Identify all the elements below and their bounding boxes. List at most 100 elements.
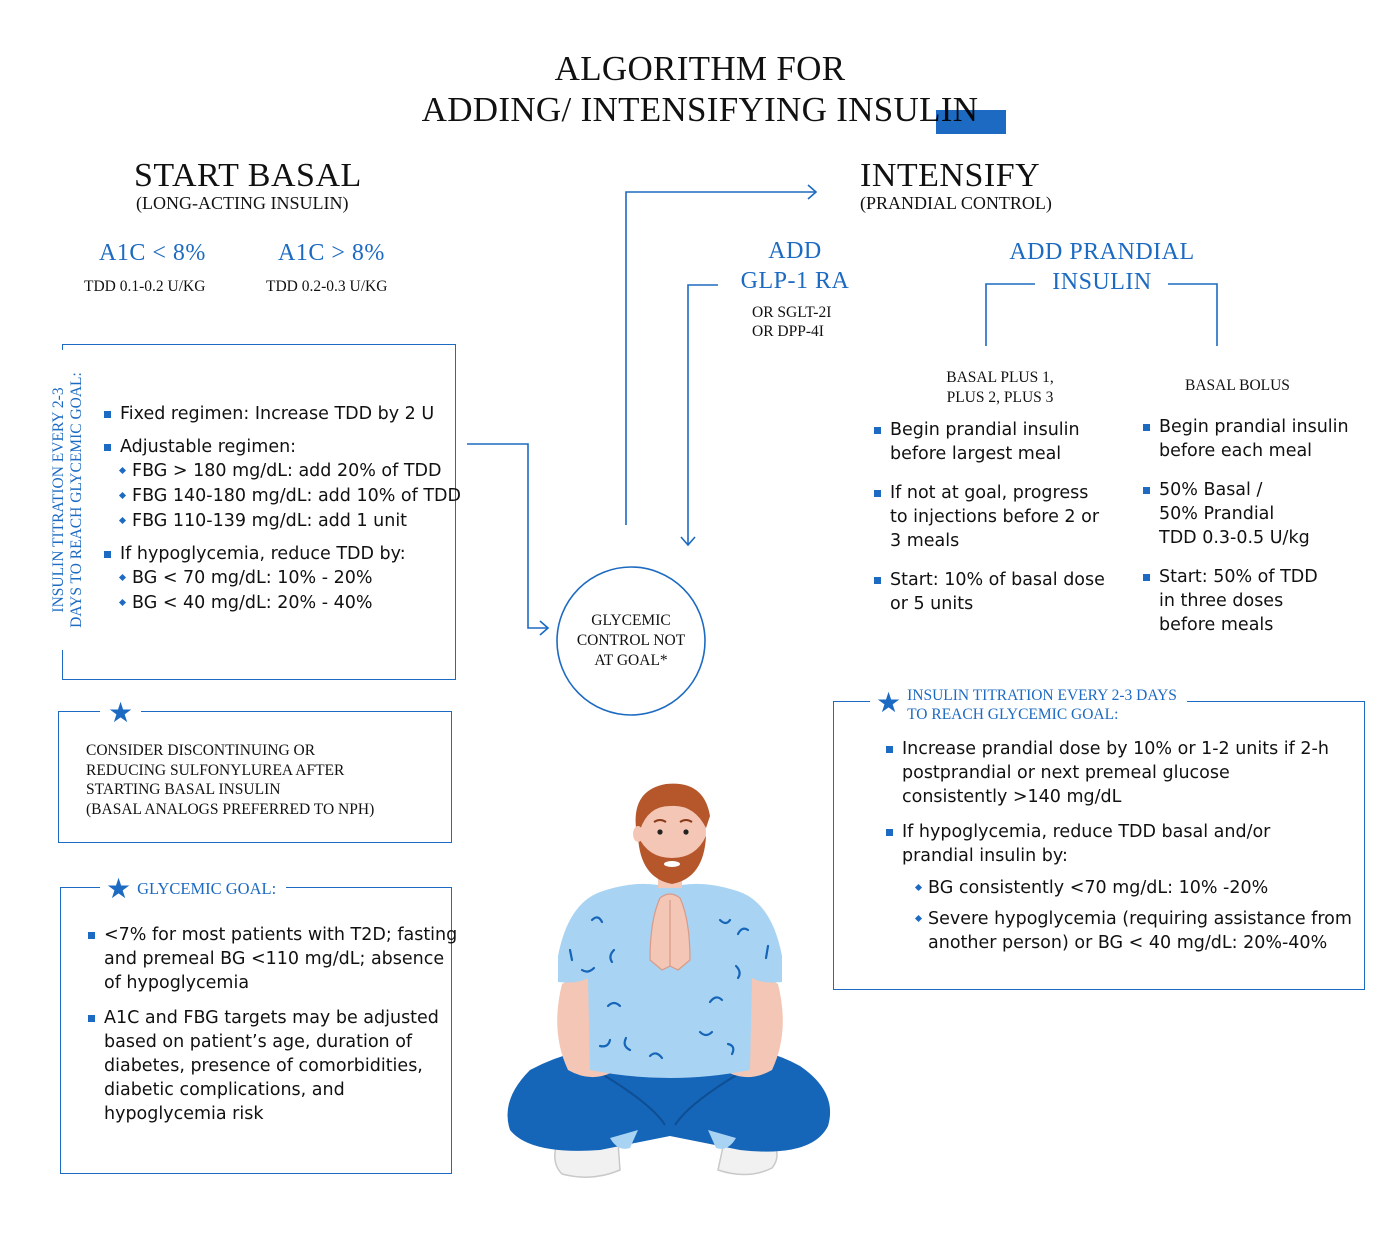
basal-bolus-item-line: 50% Basal / — [1159, 480, 1263, 500]
titration-right-item-line: postprandial or next premeal glucose — [902, 763, 1230, 783]
glp1-alternatives: OR SGLT-2I OR DPP-4I — [752, 303, 831, 341]
page-title: ALGORITHM FOR ADDING/ INTENSIFYING INSUL… — [0, 48, 1400, 130]
goal-item2-line: hypoglycemia risk — [104, 1104, 264, 1124]
glp1-line-1: ADD — [768, 238, 822, 264]
glp1-alt-1: OR SGLT-2I — [752, 304, 832, 321]
glp1-line-2: GLP-1 RA — [740, 268, 850, 294]
note-line-4: (BASAL ANALOGS PREFERRED TO NPH) — [86, 800, 375, 818]
basal-bolus-item-line: Start: 50% of TDD — [1159, 567, 1318, 587]
a1c-low-label: A1C < 8% — [99, 240, 206, 266]
sub-item: BG consistently <70 mg/dL: 10% -20% — [914, 876, 1352, 901]
sub-item: FBG 110-139 mg/dL: add 1 unit — [118, 509, 461, 534]
list-item: Begin prandial insulin before largest me… — [874, 418, 1105, 466]
intensify-subtitle: (PRANDIAL CONTROL) — [860, 193, 1052, 213]
goal-item2-line: based on patient’s age, duration of — [104, 1032, 413, 1052]
list-item: Start: 50% of TDD in three doses before … — [1143, 565, 1349, 637]
a1c-low-tdd: TDD 0.1-0.2 U/KG — [84, 278, 206, 295]
face — [638, 792, 706, 872]
star-icon: ★ — [108, 696, 134, 729]
sub-item: BG < 40 mg/dL: 20% - 40% — [118, 591, 461, 616]
glycemic-goal-legend: ★ GLYCEMIC GOAL: — [100, 872, 287, 905]
a1c-high-tdd: TDD 0.2-0.3 U/KG — [266, 278, 388, 295]
shirt — [558, 883, 782, 1078]
basal-plus-content: Begin prandial insulin before largest me… — [874, 418, 1105, 616]
titration-right-item-line: If hypoglycemia, reduce TDD basal and/or — [902, 822, 1271, 842]
sub-item: BG < 70 mg/dL: 10% - 20% — [118, 566, 461, 591]
a1c-high-label: A1C > 8% — [278, 240, 385, 266]
note-star-legend: ★ — [100, 696, 142, 729]
list-item: A1C and FBG targets may be adjusted base… — [88, 1006, 457, 1126]
glycemic-circle — [556, 566, 706, 716]
titration-right-item-line: Increase prandial dose by 10% or 1-2 uni… — [902, 739, 1329, 759]
sub-item: FBG 140-180 mg/dL: add 10% of TDD — [118, 484, 461, 509]
basal-plus-item-line: Begin prandial insulin — [890, 420, 1080, 440]
prandial-heading: ADD PRANDIAL INSULIN — [1002, 237, 1202, 297]
center-line-3: AT GOAL* — [594, 652, 668, 669]
titration-right-item-line: prandial insulin by: — [902, 846, 1068, 866]
goal-item2-line: diabetes, presence of comorbidities, — [104, 1056, 423, 1076]
goal-item2-line: diabetic complications, and — [104, 1080, 345, 1100]
sub-item: FBG > 180 mg/dL: add 20% of TDD — [118, 459, 461, 484]
title-accent-bar — [936, 110, 1006, 134]
start-basal-subtitle: (LONG-ACTING INSULIN) — [136, 193, 349, 213]
titration-vertical-line-2: DAYS TO REACH GLYCEMIC GOAL: — [68, 372, 85, 628]
titration-right-sub-line: another person) or BG < 40 mg/dL: 20%-40… — [928, 933, 1328, 953]
start-basal-title: START BASAL — [134, 157, 362, 194]
basal-plus-item-line: 3 meals — [890, 531, 960, 551]
beard — [638, 836, 706, 884]
basal-plus-item-line: Start: 10% of basal dose — [890, 570, 1105, 590]
basal-plus-item-line: to injections before 2 or — [890, 507, 1100, 527]
center-circle-text: GLYCEMIC CONTROL NOT AT GOAL* — [561, 611, 701, 671]
basal-bolus-item-line: 50% Prandial — [1159, 504, 1275, 524]
arrow-right-icon — [625, 191, 815, 525]
prandial-line-2: INSULIN — [1046, 267, 1158, 297]
titration-vertical-line-1: INSULIN TITRATION EVERY 2-3 — [50, 387, 67, 613]
basal-bolus-item-line: before meals — [1159, 615, 1274, 635]
arrow-down-icon — [687, 284, 718, 544]
list-item: If not at goal, progress to injections b… — [874, 481, 1105, 553]
title-line-2: ADDING/ INTENSIFYING INSULIN — [421, 90, 979, 129]
list-item: 50% Basal / 50% Prandial TDD 0.3-0.5 U/k… — [1143, 478, 1349, 550]
glycemic-goal-content: <7% for most patients with T2D; fasting … — [88, 923, 457, 1126]
basal-plus-line-1: BASAL PLUS 1, — [946, 369, 1054, 386]
prandial-line-1: ADD PRANDIAL — [1009, 239, 1195, 265]
titration-right-title: INSULIN TITRATION EVERY 2-3 DAYS TO REAC… — [907, 686, 1177, 724]
glp1-alt-2: OR DPP-4I — [752, 323, 824, 340]
meditating-man-illustration — [507, 783, 831, 1178]
list-item: Increase prandial dose by 10% or 1-2 uni… — [886, 737, 1352, 809]
list-item: If hypoglycemia, reduce TDD basal and/or… — [886, 820, 1352, 868]
basal-bolus-content: Begin prandial insulin before each meal … — [1143, 415, 1349, 637]
hair — [635, 783, 710, 830]
center-line-1: GLYCEMIC — [591, 612, 671, 629]
titration-left-content: Fixed regimen: Increase TDD by 2 U Adjus… — [104, 402, 461, 616]
list-item: Start: 10% of basal dose or 5 units — [874, 568, 1105, 616]
titration-right-sub-line: Severe hypoglycemia (requiring assistanc… — [928, 909, 1352, 929]
sulfonylurea-note-text: CONSIDER DISCONTINUING OR REDUCING SULFO… — [86, 741, 374, 819]
basal-plus-line-2: PLUS 2, PLUS 3 — [946, 389, 1054, 406]
basal-bolus-item-line: TDD 0.3-0.5 U/kg — [1159, 528, 1310, 548]
basal-bolus-item-line: before each meal — [1159, 441, 1313, 461]
basal-plus-item-line: before largest meal — [890, 444, 1062, 464]
center-line-2: CONTROL NOT — [576, 632, 686, 649]
basal-bolus-heading: BASAL BOLUS — [1185, 377, 1290, 394]
star-icon: ★ — [106, 872, 132, 905]
glycemic-goal-title: GLYCEMIC GOAL: — [137, 879, 277, 898]
list-item: Adjustable regimen: — [104, 435, 461, 459]
basal-bolus-item-line: in three doses — [1159, 591, 1284, 611]
titration-right-item-line: consistently >140 mg/dL — [902, 787, 1122, 807]
sulfonylurea-note-box — [58, 711, 452, 843]
arrow-right-icon — [467, 443, 547, 629]
note-line-1: CONSIDER DISCONTINUING OR — [86, 742, 316, 759]
goal-item2-line: A1C and FBG targets may be adjusted — [104, 1008, 439, 1028]
basal-plus-item-line: or 5 units — [890, 594, 974, 614]
basal-bolus-item-line: Begin prandial insulin — [1159, 417, 1349, 437]
title-line-1: ALGORITHM FOR — [554, 49, 846, 88]
list-item: Begin prandial insulin before each meal — [1143, 415, 1349, 463]
intensify-title: INTENSIFY — [860, 157, 1041, 194]
basal-plus-heading: BASAL PLUS 1, PLUS 2, PLUS 3 — [930, 368, 1070, 408]
list-item: <7% for most patients with T2D; fasting … — [88, 923, 457, 995]
note-line-3: STARTING BASAL INSULIN — [86, 781, 281, 798]
list-item: If hypoglycemia, reduce TDD by: — [104, 542, 461, 566]
sub-item: Severe hypoglycemia (requiring assistanc… — [914, 907, 1352, 955]
